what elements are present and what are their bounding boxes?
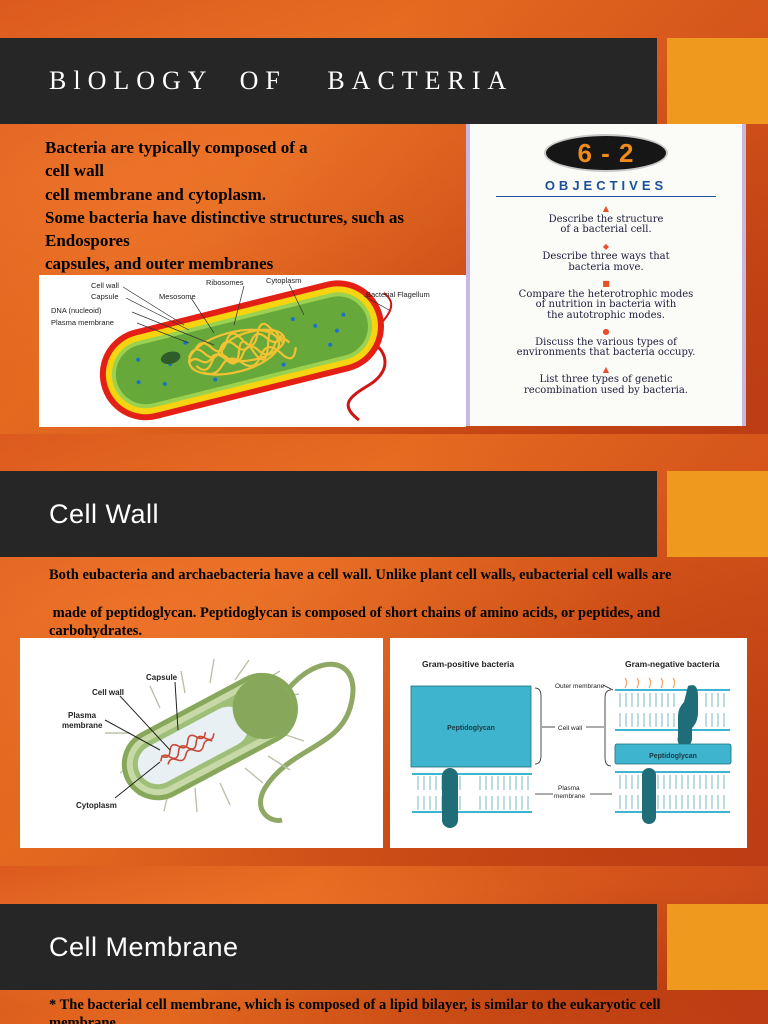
label-plasma: Plasma xyxy=(68,711,97,720)
objective-marker: ◆ xyxy=(602,241,610,251)
label-flagellum: Bacterial Flagellum xyxy=(366,290,430,299)
objective-item-line: of a bacterial cell. xyxy=(560,224,652,235)
gram-negative-lipid-tails xyxy=(619,693,725,727)
objective-item-line: the autotrophic modes. xyxy=(547,309,665,321)
intro-text: Bacteria are typically composed of a cel… xyxy=(45,136,404,276)
label-membrane-gram: membrane xyxy=(554,793,585,800)
mesosome-shape xyxy=(160,351,181,365)
intro-line: Some bacteria have distinctive structure… xyxy=(45,207,405,227)
label-peptidoglycan-positive: Peptidoglycan xyxy=(447,725,495,732)
title-bar: BlOLOGY OF BACTERIA xyxy=(0,38,657,124)
accent-block xyxy=(667,38,768,124)
title-bar: Cell Membrane xyxy=(0,904,657,990)
paragraph-line: membrane. xyxy=(49,1015,120,1024)
objective-item-line: recombination used by bacteria. xyxy=(524,384,688,396)
paragraph-line: carbohydrates. xyxy=(49,623,143,639)
label-leaders xyxy=(104,681,179,799)
objective-item-line: bacteria move. xyxy=(568,261,644,273)
label-capsule: Capsule xyxy=(91,292,119,301)
objective-item-line: of nutrition in bacteria with xyxy=(535,299,677,310)
label-leaders xyxy=(122,283,390,346)
paragraph-line: made of peptidoglycan. Peptidoglycan is … xyxy=(49,605,661,621)
intro-line: capsules, and outer membranes xyxy=(45,254,274,274)
gram-comparison-diagram: Gram-positive bacteria Gram-negative bac… xyxy=(390,638,747,848)
label-membrane: membrane xyxy=(62,721,103,730)
accent-block xyxy=(667,904,768,990)
label-cytoplasm: Cytoplasm xyxy=(76,801,117,810)
slide-cell-membrane: Cell Membrane * The bacterial cell membr… xyxy=(0,866,768,1024)
label-cell-wall: Cell wall xyxy=(92,688,124,697)
lps-chains xyxy=(624,677,676,689)
objective-marker: ● xyxy=(602,327,610,336)
slide-title: Cell Wall xyxy=(49,498,160,529)
intro-line: cell membrane and cytoplasm. xyxy=(45,184,266,204)
intro-line: Endospores xyxy=(45,231,130,251)
label-peptidoglycan-negative: Peptidoglycan xyxy=(649,753,697,760)
slide-title: BlOLOGY OF BACTERIA xyxy=(49,66,514,95)
label-cell-wall: Cell wall xyxy=(91,281,119,290)
gram-negative-porin xyxy=(677,685,698,746)
label-outer-membrane: Outer membrane xyxy=(555,683,605,690)
objective-item-line: List three types of genetic xyxy=(539,374,673,385)
cell-wall-text: Both eubacteria and archaebacteria have … xyxy=(49,566,749,640)
paragraph-line: * The bacterial cell membrane, which is … xyxy=(49,997,661,1013)
slide-title: Cell Membrane xyxy=(49,931,239,962)
paragraph-line: Both eubacteria and archaebacteria have … xyxy=(49,567,672,583)
objective-item-line: Compare the heterotrophic modes xyxy=(518,288,694,300)
rod-bacterium-diagram: Capsule Cell wall Plasma membrane Cytopl… xyxy=(20,638,383,848)
ribosome-dots xyxy=(136,312,346,386)
dna-nucleoid xyxy=(160,732,215,765)
objectives-heading: OBJECTIVES xyxy=(544,178,668,193)
cell-diagram-svg: Cell wall Capsule DNA (nucleoid) Plasma … xyxy=(51,276,430,422)
accent-block xyxy=(667,471,768,557)
label-gram-negative: Gram-negative bacteria xyxy=(625,659,720,669)
label-plasma-gram: Plasma xyxy=(558,785,580,792)
intro-line: Bacteria are typically composed of a xyxy=(45,138,308,157)
brackets xyxy=(534,684,614,795)
cell-membrane-text: * The bacterial cell membrane, which is … xyxy=(49,996,759,1024)
objective-marker: ▲ xyxy=(602,364,610,374)
objectives-number: 6 - 2 xyxy=(577,137,635,168)
label-dna: DNA (nucleoid) xyxy=(51,306,102,315)
label-cytoplasm: Cytoplasm xyxy=(266,276,301,285)
gram-positive-bilayer xyxy=(412,773,532,813)
cell-end-shape xyxy=(232,677,294,740)
gram-diagram-svg: Gram-positive bacteria Gram-negative bac… xyxy=(410,659,732,828)
dna-nucleoid xyxy=(187,322,297,376)
gram-negative-inner-membrane xyxy=(615,771,730,813)
objective-item-line: Describe the structure xyxy=(548,213,664,225)
label-mesosome: Mesosome xyxy=(159,292,196,301)
gram-positive-peptidoglycan xyxy=(410,685,532,768)
flagellum-shape xyxy=(258,661,356,823)
gram-negative-inner-tails xyxy=(619,775,725,809)
bacterial-cell-diagram: Cell wall Capsule DNA (nucleoid) Plasma … xyxy=(39,275,466,427)
objective-marker: ■ xyxy=(602,279,610,288)
gram-positive-protein xyxy=(442,768,458,828)
objective-marker: ▲ xyxy=(602,204,610,213)
rod-diagram-svg: Capsule Cell wall Plasma membrane Cytopl… xyxy=(62,658,356,823)
label-capsule: Capsule xyxy=(146,673,178,682)
slide-biology-of-bacteria: BlOLOGY OF BACTERIA Bacteria are typical… xyxy=(0,0,768,434)
objectives-rule xyxy=(496,196,716,197)
gram-negative-protein xyxy=(642,768,656,824)
gram-positive-lipid-tails xyxy=(417,776,529,810)
slide-cell-wall: Cell Wall Both eubacteria and archaebact… xyxy=(0,434,768,866)
intro-line: cell wall xyxy=(45,161,105,181)
label-cell-wall-gram: Cell wall xyxy=(558,725,583,732)
objective-item-line: environments that bacteria occupy. xyxy=(516,347,696,358)
objectives-list: ▲ Describe the structure of a bacterial … xyxy=(470,200,742,396)
gram-negative-outer-membrane xyxy=(615,689,730,731)
cytoplasm-shape xyxy=(137,706,249,785)
gram-negative-peptidoglycan xyxy=(614,743,732,765)
title-bar: Cell Wall xyxy=(0,471,657,557)
objective-item-line: Discuss the various types of xyxy=(535,336,677,348)
label-gram-positive: Gram-positive bacteria xyxy=(422,659,514,669)
label-ribosomes: Ribosomes xyxy=(206,278,244,287)
objectives-card: 6 - 2 OBJECTIVES ▲ Describe the structur… xyxy=(466,124,746,426)
objectives-number-badge: 6 - 2 xyxy=(544,134,668,172)
objective-item-line: Describe three ways that xyxy=(542,251,670,262)
label-plasma-membrane: Plasma membrane xyxy=(51,318,114,327)
